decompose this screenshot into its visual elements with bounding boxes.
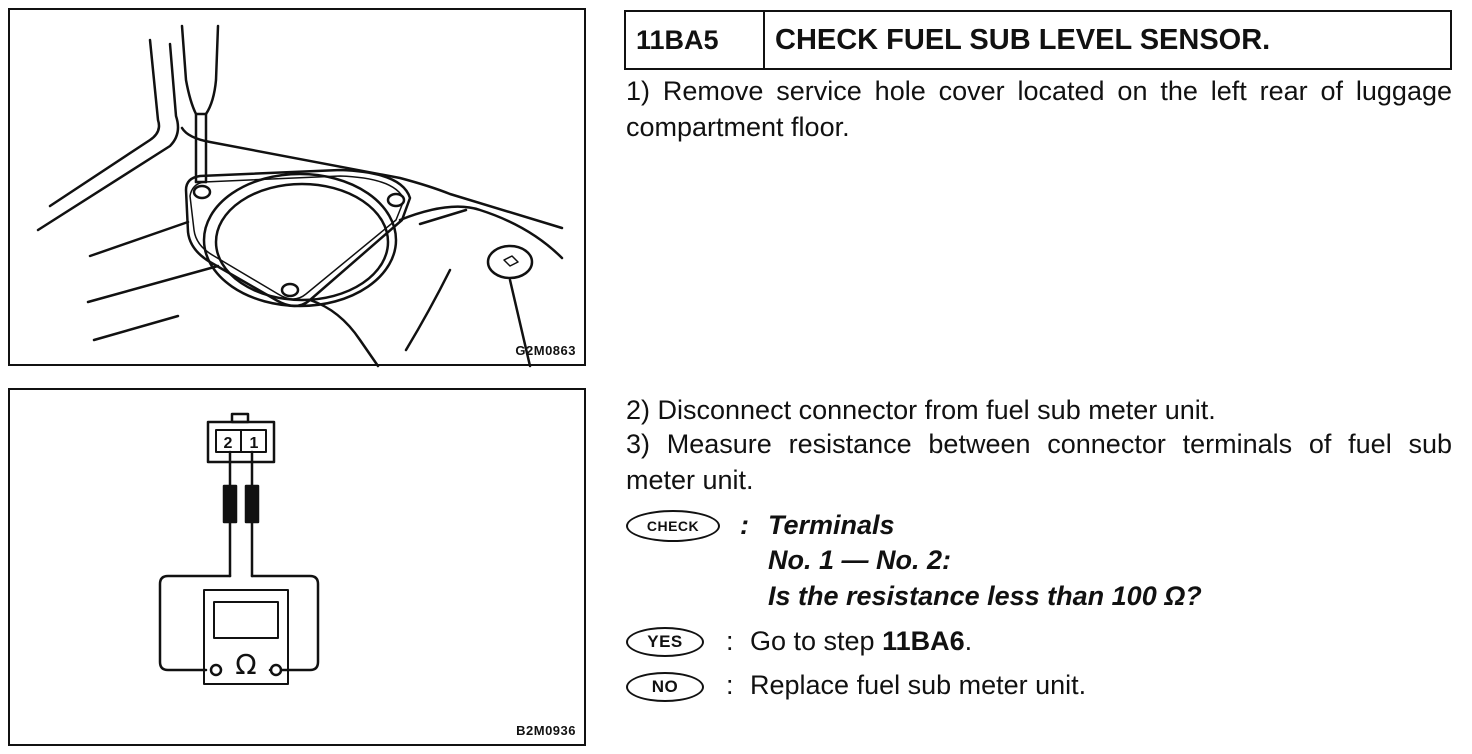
yes-result-text: Go to step xyxy=(750,626,883,656)
service-hole-figure: G2M0863 xyxy=(8,8,586,368)
check-badge: CHECK xyxy=(626,510,720,542)
ohmmeter-illustration: Ω 2 1 xyxy=(158,412,320,685)
no-result: Replace fuel sub meter unit. xyxy=(750,670,1087,700)
instruction-3: 3) Measure resistance between connector … xyxy=(626,429,1452,495)
step-code: 11BA5 xyxy=(626,12,765,68)
service-hole-illustration xyxy=(36,24,564,368)
instruction-1: 1) Remove service hole cover located on … xyxy=(626,76,1452,142)
check-line-2: No. 1 — No. 2: xyxy=(768,545,952,575)
no-badge: NO xyxy=(626,672,704,702)
terminal-label-2: 2 xyxy=(224,435,233,452)
ohm-symbol: Ω xyxy=(235,648,256,681)
figure-code: B2M0936 xyxy=(516,723,576,738)
yes-colon: : xyxy=(726,626,734,656)
step-header: 11BA5 CHECK FUEL SUB LEVEL SENSOR. xyxy=(624,10,1452,70)
check-line-1: Terminals xyxy=(768,510,895,540)
figure-code: G2M0863 xyxy=(515,343,576,358)
check-line-3: Is the resistance less than 100 Ω? xyxy=(768,581,1202,611)
instruction-2: 2) Disconnect connector from fuel sub me… xyxy=(626,395,1216,425)
yes-target-step[interactable]: 11BA6 xyxy=(882,626,965,656)
ohmmeter-figure: Ω 2 1 B2M0936 xyxy=(8,388,586,746)
check-colon: : xyxy=(740,510,749,540)
yes-result: Go to step 11BA6. xyxy=(750,624,972,658)
yes-badge: YES xyxy=(626,627,704,657)
no-colon: : xyxy=(726,670,734,700)
step-title: CHECK FUEL SUB LEVEL SENSOR. xyxy=(775,23,1271,56)
terminal-label-1: 1 xyxy=(250,435,259,452)
yes-result-suffix: . xyxy=(964,626,973,656)
